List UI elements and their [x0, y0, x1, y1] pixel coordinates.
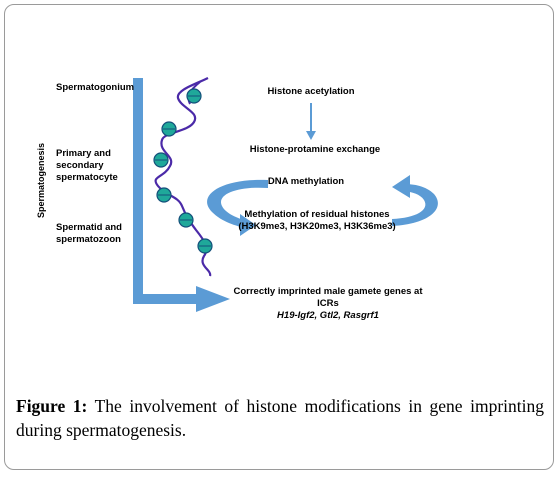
event-histone-protamine-exchange: Histone-protamine exchange	[249, 144, 381, 155]
stage-primary-line3: spermatocyte	[56, 172, 118, 183]
nucleosome	[197, 238, 213, 254]
chromatin-strand	[153, 77, 213, 277]
stage-spermatid-line2: spermatozoon	[56, 234, 121, 245]
left-cycle-arrow	[207, 179, 268, 236]
figure-caption: Figure 1: The involvement of histone mod…	[16, 394, 544, 442]
event-methylation-line1: Methylation of residual histones	[244, 209, 390, 220]
stage-spermatid-spermatozoon: Spermatid and spermatozoon	[56, 222, 122, 246]
stage-primary-line1: Primary and	[56, 148, 111, 159]
event-methylation-line2: (H3K9me3, H3K20me3, H3K36me3)	[238, 221, 396, 232]
stage-primary-line2: secondary	[56, 160, 104, 171]
stage-spermatid-line1: Spermatid and	[56, 222, 122, 233]
nucleosome	[156, 187, 172, 203]
spermatogenesis-axis-label: Spermatogenesis	[36, 142, 46, 218]
event-imprinted-line1: Correctly imprinted male gamete genes at…	[233, 286, 423, 309]
stage-spermatogonium: Spermatogonium	[56, 82, 135, 93]
nucleosome	[153, 152, 169, 168]
timeline-arrow	[133, 78, 230, 312]
event-imprinted-line2: H19-Igf2, Gtl2, Rasgrf1	[277, 310, 379, 321]
event-methylation-residual-histones: Methylation of residual histones (H3K9me…	[238, 209, 396, 233]
nucleosome	[178, 212, 194, 228]
nucleosome	[161, 121, 177, 137]
figure-frame	[4, 4, 554, 470]
nucleosome	[186, 88, 202, 104]
event-dna-methylation: DNA methylation	[267, 176, 345, 187]
event-imprinted-genes: Correctly imprinted male gamete genes at…	[228, 286, 428, 322]
stage-primary-secondary-spermatocyte: Primary and secondary spermatocyte	[56, 148, 118, 184]
right-cycle-arrow	[392, 175, 438, 226]
event-histone-acetylation: Histone acetylation	[267, 86, 355, 97]
down-arrow	[306, 103, 316, 140]
caption-text: The involvement of histone modifications…	[16, 396, 544, 440]
figure-label: Figure 1:	[16, 396, 88, 416]
